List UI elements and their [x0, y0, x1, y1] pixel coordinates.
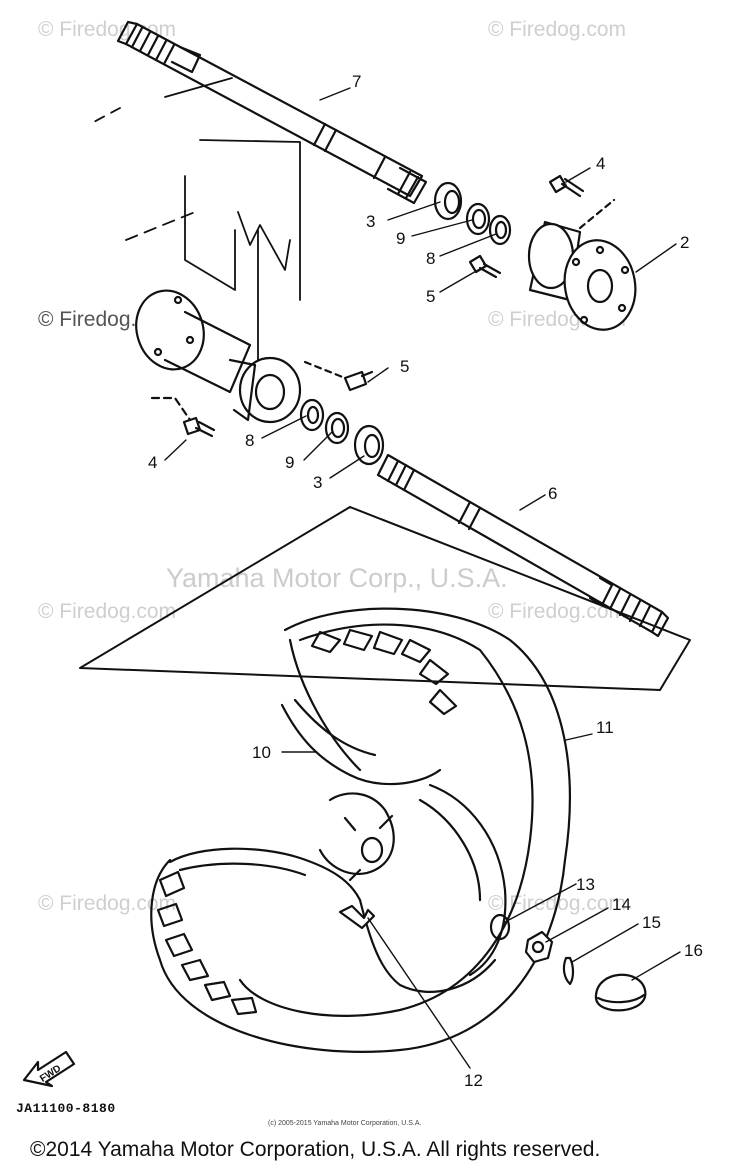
bolt-5-left	[303, 360, 374, 392]
callout-6: 6	[548, 484, 557, 503]
axle-housing-1	[135, 289, 302, 424]
bolt-4-right	[548, 174, 585, 198]
callout-8-left: 8	[245, 431, 254, 450]
tire-11	[150, 607, 571, 1053]
callout-9-right: 9	[396, 229, 405, 248]
watermark-firedog: © Firedog.com	[38, 600, 177, 623]
leader-lines	[164, 87, 681, 1069]
callout-15: 15	[642, 913, 661, 932]
callout-12: 12	[464, 1071, 483, 1090]
callout-10: 10	[252, 743, 271, 762]
callout-3-right: 3	[366, 212, 375, 231]
callout-7: 7	[352, 72, 361, 91]
watermark-firedog: © Firedog.com	[488, 18, 627, 41]
callout-9-left: 9	[285, 453, 294, 472]
bearing-3-left	[353, 424, 385, 466]
assembly-plane-outline	[79, 506, 691, 691]
nut-14	[524, 930, 554, 964]
callout-5-right: 5	[426, 287, 435, 306]
small-copyright: (c) 2005-2015 Yamaha Motor Corporation, …	[268, 1120, 422, 1127]
bearing-3-right	[433, 181, 463, 221]
oil-seal-9-right	[465, 202, 491, 236]
spacer-8-right	[488, 214, 512, 246]
callout-5-left: 5	[400, 357, 409, 376]
cap-16	[594, 973, 647, 1012]
callout-3-left: 3	[313, 473, 322, 492]
spacer-8-left	[299, 398, 325, 432]
rim-10	[168, 698, 507, 993]
axle-shaft-6	[376, 453, 670, 638]
diagram-code: JA11100-8180	[16, 1101, 116, 1116]
bolt-5-right	[468, 254, 502, 279]
callout-14: 14	[612, 895, 631, 914]
callout-2: 2	[680, 233, 689, 252]
oil-seal-9-left	[324, 411, 350, 445]
washer-13	[489, 913, 511, 941]
callout-11: 11	[596, 718, 614, 737]
axle-hub-2	[527, 198, 637, 331]
cotter-pin-15	[562, 956, 575, 986]
frame-outline	[89, 77, 301, 376]
callout-13: 13	[576, 875, 595, 894]
callout-8-right: 8	[426, 249, 435, 268]
callout-16: 16	[684, 941, 703, 960]
valve-12	[338, 904, 376, 930]
watermark-yamaha: Yamaha Motor Corp., U.S.A.	[166, 563, 508, 593]
footer-copyright: ©2014 Yamaha Motor Corporation, U.S.A. A…	[30, 1138, 601, 1161]
callout-4-right: 4	[596, 154, 605, 173]
bolt-4-left	[150, 396, 216, 438]
callout-4-left: 4	[148, 453, 157, 472]
axle-shaft-7	[116, 20, 428, 205]
watermark-firedog: © Firedog.com	[488, 600, 627, 623]
forward-arrow-icon: FWD	[22, 1050, 76, 1088]
watermark-firedog: © Firedog.com	[38, 892, 177, 915]
